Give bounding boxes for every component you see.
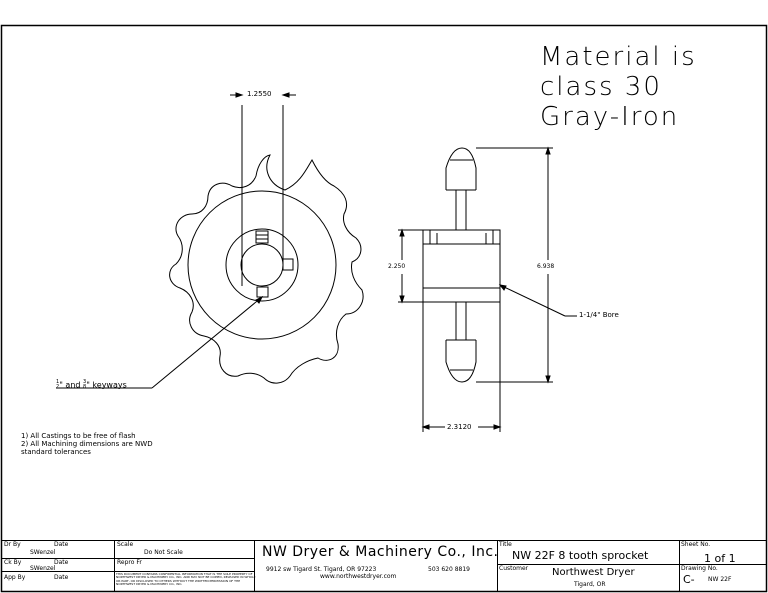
fraction-three-num: 3 xyxy=(83,379,87,385)
general-notes: 1) All Castings to be free of flash 2) A… xyxy=(21,432,153,456)
fraction-three-den: 8 xyxy=(83,384,87,390)
keyway-callout-and: " and xyxy=(59,380,81,390)
material-note-line-3: Gray-Iron xyxy=(540,102,680,132)
sheet-label: Sheet No. xyxy=(681,541,711,548)
note-line-2: 2) All Machining dimensions are NWD xyxy=(21,440,153,448)
title-label: Title xyxy=(499,541,512,548)
drawing-prefix: C- xyxy=(683,573,695,586)
fraction-half-num: 1 xyxy=(56,379,60,385)
scale-label: Scale xyxy=(117,541,134,548)
material-note-line-1: Material is xyxy=(540,42,697,72)
bore-circle xyxy=(240,243,284,287)
dr-by-label: Dr By xyxy=(4,541,21,548)
ck-by-value: SWenzel xyxy=(30,565,56,572)
dim-outside-diameter: 6.938 xyxy=(537,263,555,270)
bore-leader xyxy=(499,284,566,317)
company-address: 9912 sw Tigard St. Tigard, OR 97223 xyxy=(266,566,377,573)
dim-keyway-offset: 1.2550 xyxy=(247,90,272,98)
title-block-grid xyxy=(1,540,767,592)
app-date-label: Date xyxy=(54,574,69,581)
customer-label: Customer xyxy=(499,565,529,572)
scale-value: Do Not Scale xyxy=(144,549,183,556)
note-line-1: 1) All Castings to be free of flash xyxy=(21,432,136,440)
keyway-right xyxy=(282,258,294,271)
company-website: www.northwestdryer.com xyxy=(320,573,397,580)
company-name: NW Dryer & Machinery Co., Inc. xyxy=(262,544,499,560)
drawing-label: Drawing No. xyxy=(681,565,718,572)
sheet-value: 1 of 1 xyxy=(704,552,736,565)
dim-bore: 1-1/4" Bore xyxy=(579,311,619,319)
sprocket-front-view xyxy=(56,92,364,389)
app-by-label: App By xyxy=(4,574,26,581)
keyway-top xyxy=(255,230,269,244)
customer-value: Northwest Dryer xyxy=(552,567,635,578)
title-value: NW 22F 8 tooth sprocket xyxy=(512,549,649,562)
material-note-line-2: class 30 xyxy=(540,72,662,102)
customer-city: Tigard, OR xyxy=(574,581,606,588)
fraction-half-den: 2 xyxy=(56,384,60,390)
pitch-circle xyxy=(187,190,337,340)
ck-by-label: Ck By xyxy=(4,559,22,566)
note-line-3: standard tolerances xyxy=(21,448,91,456)
hub-circle xyxy=(225,228,299,302)
dr-date-label: Date xyxy=(54,541,69,548)
confidential-notice: THIS DOCUMENT CONTAINS CONFIDENTIAL INFO… xyxy=(116,573,256,587)
side-tooth-bottom xyxy=(445,340,477,383)
keyway-bottom xyxy=(256,286,269,298)
keyway-callout-suffix: " keyways xyxy=(86,380,127,390)
sprocket-side-view xyxy=(398,146,577,432)
repro-label: Repro Fr xyxy=(117,559,142,566)
dim-hub-diameter: 2.250 xyxy=(388,263,406,270)
company-phone: 503 620 8819 xyxy=(428,566,470,573)
dr-by-value: SWenzel xyxy=(30,549,56,556)
dim-face-width: 2.3120 xyxy=(447,423,472,431)
ck-date-label: Date xyxy=(54,559,69,566)
side-hub xyxy=(422,229,501,303)
drawing-number: NW 22F xyxy=(708,576,732,583)
side-tooth-top xyxy=(445,147,477,190)
sheet-border xyxy=(0,24,768,593)
keyway-leader xyxy=(151,296,263,389)
sprocket-tooth-profile xyxy=(169,154,364,384)
